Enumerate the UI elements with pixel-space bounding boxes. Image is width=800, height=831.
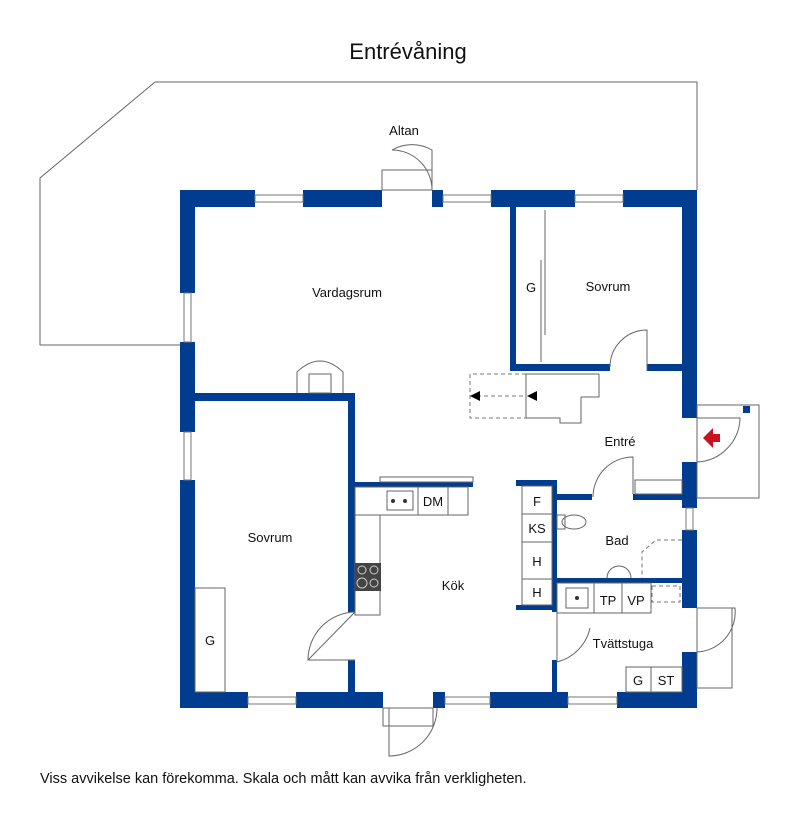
washer-label: VP: [627, 593, 644, 608]
storage-label: ST: [658, 673, 675, 688]
room-label-entre: Entré: [604, 434, 635, 449]
stove-icon: [355, 563, 381, 591]
sink-icon: [391, 499, 407, 503]
washbasin-icon: [606, 565, 632, 579]
laundry-space: [651, 585, 681, 603]
wardrobe: [194, 587, 226, 693]
cabinet-label: H: [532, 554, 541, 569]
toilet-icon: [556, 514, 587, 530]
room-label-bad: Bad: [605, 533, 628, 548]
windows: [183, 194, 694, 705]
dishwasher-label: DM: [423, 494, 443, 509]
doors: [306, 144, 760, 757]
dryer-label: TP: [600, 593, 617, 608]
shower-area: [641, 539, 682, 578]
wardrobe-label: G: [205, 633, 215, 648]
wardrobe-label: G: [526, 280, 536, 295]
wardrobe-label: G: [633, 673, 643, 688]
interior-walls: [195, 207, 682, 700]
outer-walls: [180, 190, 697, 708]
entre-bench: [634, 479, 683, 495]
kitchen-counter: [354, 476, 474, 616]
entrance-arrow-icon: [703, 428, 720, 448]
room-label-altan: Altan: [389, 123, 419, 138]
fridge-label: F: [533, 494, 541, 509]
laundry-cabinets: [625, 666, 683, 693]
appliance-column: [521, 485, 553, 606]
room-label-sovrum: Sovrum: [586, 279, 631, 294]
room-label-sovrum: Sovrum: [248, 530, 293, 545]
deck-outline: [39, 81, 698, 346]
disclaimer: Viss avvikelse kan förekomma. Skala och …: [40, 771, 527, 787]
freezer-label: KS: [528, 521, 546, 536]
fireplace-icon: [296, 360, 344, 394]
floor-title: Entrévåning: [349, 39, 466, 64]
room-label-vardagsrum: Vardagsrum: [312, 285, 382, 300]
cabinet-label: H: [532, 585, 541, 600]
stairs: [469, 373, 600, 424]
laundry-counter: [556, 582, 652, 614]
post-marker: [743, 406, 750, 413]
room-label-tvattstuga: Tvättstuga: [593, 636, 654, 651]
room-label-kok: Kök: [442, 578, 465, 593]
